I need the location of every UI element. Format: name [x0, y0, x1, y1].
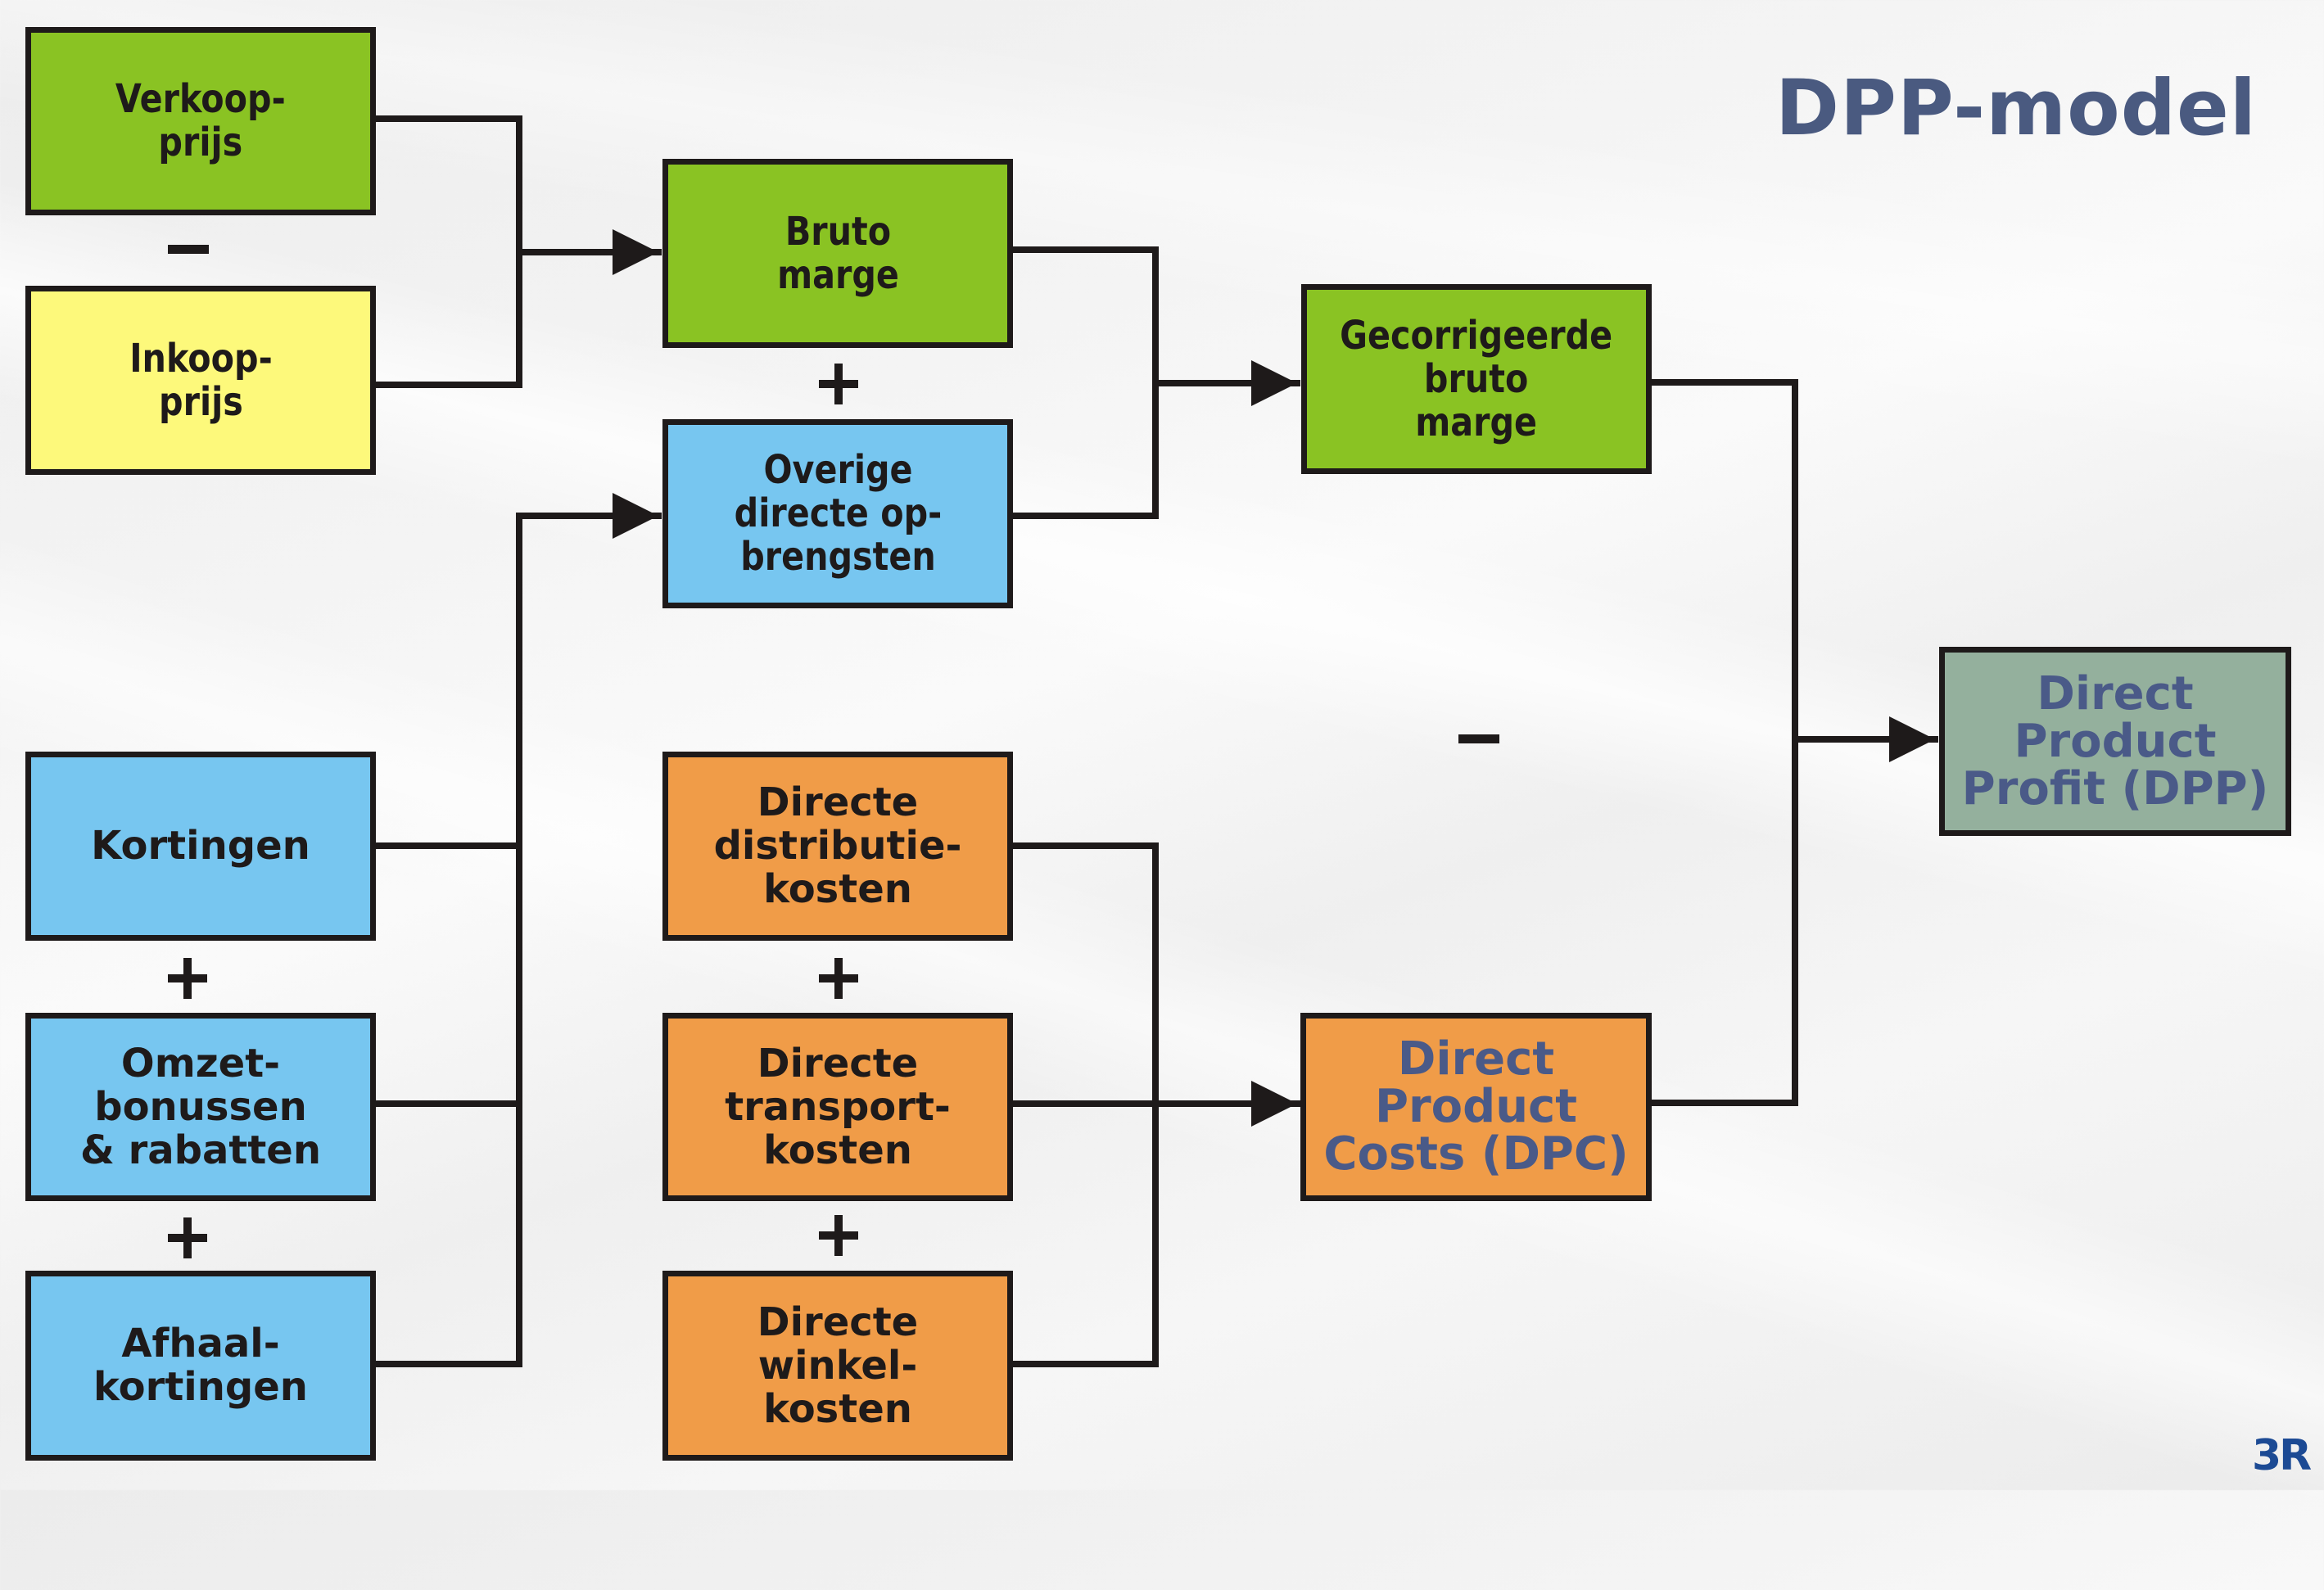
node-label: Inkoop- prijs: [129, 335, 273, 425]
node-label: Omzet- bonussen & rabatten: [80, 1040, 321, 1173]
node-bruto-marge: Bruto marge: [662, 159, 1013, 348]
page-title: DPP-model: [1775, 64, 2257, 153]
plus-operator: [819, 364, 858, 404]
node-label: Directe transport- kosten: [725, 1040, 951, 1173]
node-overige-directe-opbrengsten: Overige directe op- brengsten: [662, 419, 1013, 608]
connector-bruto-overige: [1009, 246, 1159, 519]
plus-operator: [168, 1217, 207, 1258]
node-label: Direct Product Costs (DPC): [1323, 1032, 1629, 1181]
node-omzetbonussen: Omzet- bonussen & rabatten: [25, 1013, 376, 1201]
node-label: Gecorrigeerde bruto marge: [1340, 312, 1613, 445]
connector-layer: [372, 115, 1938, 1367]
node-dpc: Direct Product Costs (DPC): [1300, 1013, 1652, 1201]
plus-operator: [819, 958, 858, 999]
node-label: Bruto marge: [776, 208, 899, 298]
company-logo: 3R: [2252, 1431, 2312, 1480]
node-label: Overige directe op- brengsten: [734, 447, 942, 580]
node-gecorrigeerde-bruto-marge: Gecorrigeerde bruto marge: [1301, 284, 1652, 474]
plus-operator: [819, 1215, 858, 1256]
node-label: Kortingen: [91, 823, 310, 869]
node-afhaalkortingen: Afhaal- kortingen: [25, 1271, 376, 1461]
node-label: Afhaal- kortingen: [93, 1321, 308, 1410]
plus-operator: [168, 958, 207, 999]
node-kortingen: Kortingen: [25, 752, 376, 941]
node-label: Direct Product Profit (DPP): [1961, 666, 2269, 815]
node-directe-winkelkosten: Directe winkel- kosten: [662, 1271, 1013, 1461]
node-directe-transportkosten: Directe transport- kosten: [662, 1013, 1013, 1201]
node-dpp: Direct Product Profit (DPP): [1939, 647, 2291, 836]
node-inkoopprijs: Inkoop- prijs: [25, 286, 376, 475]
node-label: Verkoop- prijs: [115, 76, 286, 165]
node-label: Directe distributie- kosten: [713, 779, 962, 912]
minus-operator: [168, 245, 209, 254]
connector-verkoopprijs: [372, 115, 522, 388]
connector-margin-costs: [1648, 379, 1798, 1106]
node-directe-distributiekosten: Directe distributie- kosten: [662, 752, 1013, 941]
minus-operator: [1458, 734, 1499, 743]
node-verkoopprijs: Verkoop- prijs: [25, 27, 376, 215]
node-label: Directe winkel- kosten: [757, 1299, 919, 1432]
arrow-to-overige: [516, 493, 662, 849]
